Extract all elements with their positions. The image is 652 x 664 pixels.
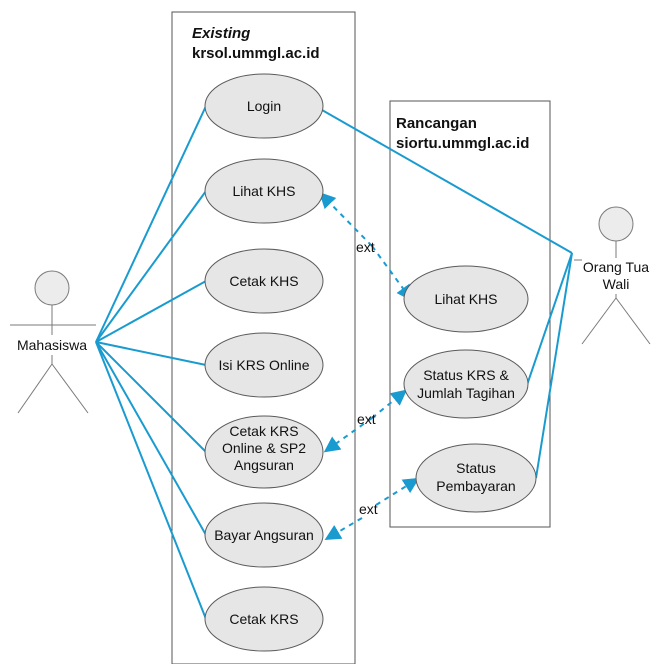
actor-orang-tua-label-line1: Orang Tua — [583, 259, 649, 275]
usecase-cetak-krs-sp2-line1: Cetak KRS — [229, 423, 298, 439]
usecase-cetak-krs-sp2-line3: Angsuran — [234, 457, 294, 473]
assoc-orangtua-login — [321, 109, 573, 254]
usecase-bayar-angsuran[interactable]: Bayar Angsuran — [204, 502, 324, 568]
assoc-mahasiswa-login — [95, 105, 207, 343]
system-subtitle-existing: krsol.ummgl.ac.id — [192, 45, 320, 62]
usecase-login-label: Login — [247, 98, 281, 114]
actor-mahasiswa-head-icon — [34, 270, 70, 306]
usecase-isi-krs-online-label: Isi KRS Online — [218, 357, 309, 373]
orangtua-associations — [321, 109, 573, 479]
extend-arrow-status-krs — [371, 389, 408, 419]
system-title-existing: Existing — [192, 25, 250, 42]
usecase-cetak-krs-online-sp2[interactable]: Cetak KRS Online & SP2 Angsuran — [204, 415, 324, 489]
assoc-mahasiswa-cetak-krs-sp2 — [95, 341, 207, 453]
usecase-cetak-krs-label: Cetak KRS — [229, 611, 298, 627]
assoc-orangtua-status-krs — [526, 252, 573, 386]
usecase-lihat-khs[interactable]: Lihat KHS — [204, 158, 324, 224]
mahasiswa-associations — [95, 105, 207, 620]
system-boundary-existing: Existing krsol.ummgl.ac.id — [171, 11, 356, 664]
system-title-rancangan: Rancangan — [396, 115, 477, 132]
usecase-cetak-krs-sp2-line2: Online & SP2 — [222, 440, 306, 456]
actor-mahasiswa[interactable]: Mahasiswa — [10, 270, 96, 414]
assoc-mahasiswa-isi-krs — [95, 341, 207, 366]
extend-relations: ext ext ext — [319, 192, 420, 541]
extend-arrow-lihat-khs-up — [319, 192, 373, 247]
usecase-status-krs-line1: Status KRS & — [423, 367, 509, 383]
usecase-status-pembayaran[interactable]: Status Pembayaran — [415, 443, 537, 513]
assoc-mahasiswa-cetak-krs — [95, 341, 207, 620]
assoc-orangtua-status-pembayaran — [535, 252, 573, 479]
extend-arrow-lihat-khs-down — [371, 245, 413, 302]
usecase-cetak-khs-label: Cetak KHS — [229, 273, 298, 289]
usecase-isi-krs-online[interactable]: Isi KRS Online — [204, 332, 324, 398]
usecase-rancangan-lihat-khs[interactable]: Lihat KHS — [403, 265, 529, 333]
usecase-rancangan-lihat-khs-label: Lihat KHS — [434, 291, 497, 307]
actor-orang-tua-head-icon — [598, 206, 634, 242]
actor-mahasiswa-label: Mahasiswa — [17, 337, 87, 353]
extend-arrow-status-pembayaran — [375, 477, 420, 506]
assoc-mahasiswa-lihat-khs — [95, 190, 207, 343]
usecase-lihat-khs-label: Lihat KHS — [232, 183, 295, 199]
usecase-cetak-krs[interactable]: Cetak KRS — [204, 586, 324, 652]
extend-label-2: ext — [357, 411, 376, 427]
usecase-status-krs-line2: Jumlah Tagihan — [417, 385, 515, 401]
extend-label-1: ext — [356, 239, 375, 255]
usecase-status-pembayaran-line1: Status — [456, 460, 496, 476]
assoc-mahasiswa-bayar-angsuran — [95, 341, 207, 536]
usecase-bayar-angsuran-label: Bayar Angsuran — [214, 527, 314, 543]
extend-arrow-bayar-angsuran — [324, 517, 363, 541]
system-boundary-rancangan: Rancangan siortu.ummgl.ac.id — [389, 100, 551, 528]
assoc-mahasiswa-cetak-khs — [95, 280, 207, 343]
usecase-status-krs-tagihan[interactable]: Status KRS & Jumlah Tagihan — [403, 349, 529, 419]
extend-label-3: ext — [359, 501, 378, 517]
actor-orang-tua-wali[interactable]: Orang Tua Wali — [574, 206, 652, 345]
usecase-status-pembayaran-line2: Pembayaran — [436, 478, 515, 494]
usecase-cetak-khs[interactable]: Cetak KHS — [204, 248, 324, 314]
actor-orang-tua-label-line2: Wali — [603, 276, 630, 292]
usecase-login[interactable]: Login — [204, 73, 324, 139]
system-subtitle-rancangan: siortu.ummgl.ac.id — [396, 135, 529, 152]
